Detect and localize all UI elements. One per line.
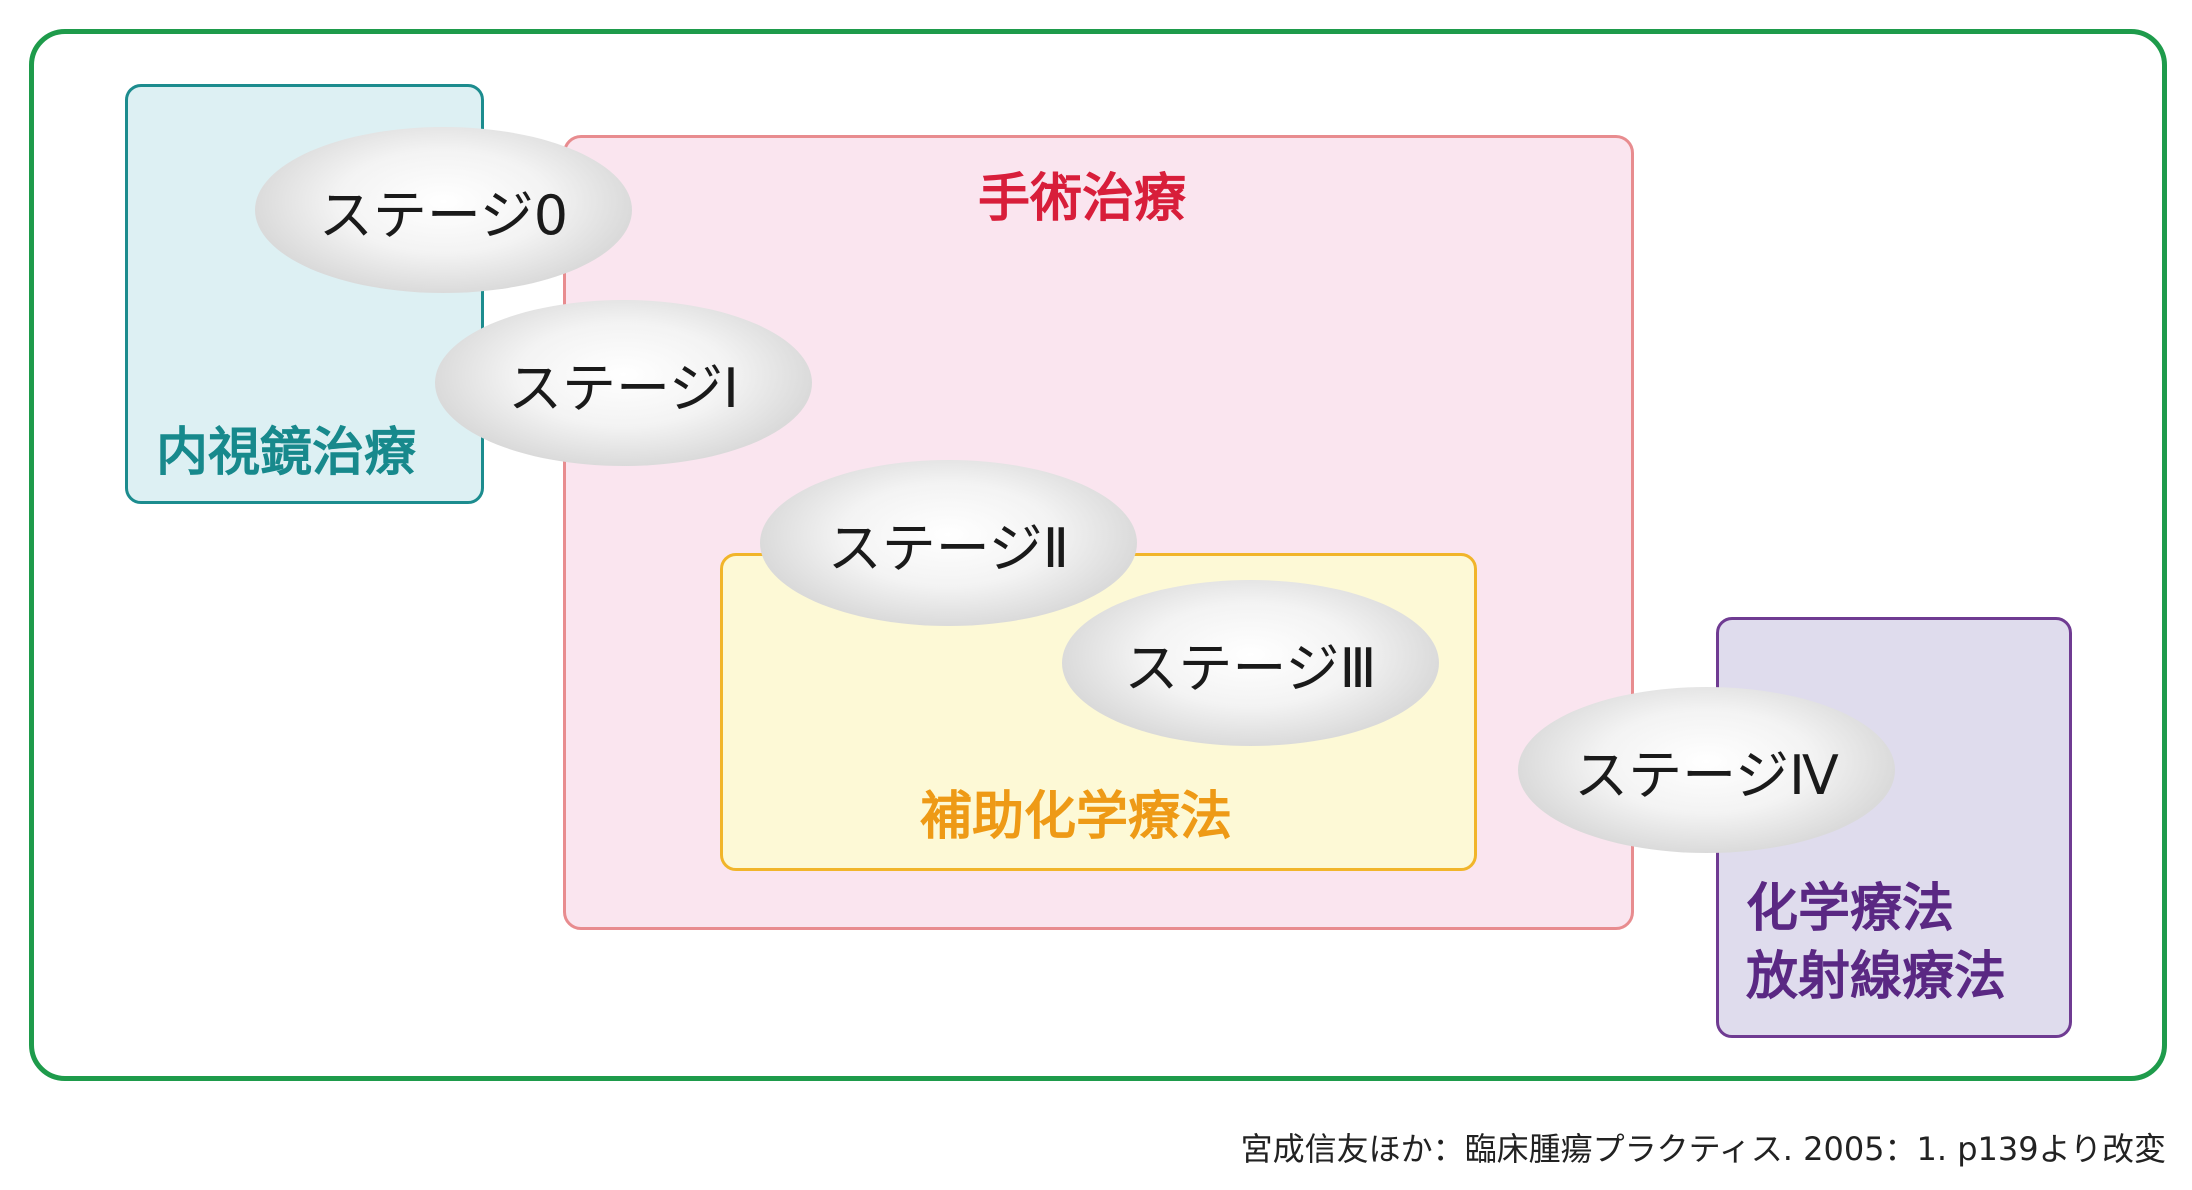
stage-4-node: ステージⅣ bbox=[1518, 687, 1895, 853]
endoscopic-treatment-label: 内視鏡治療 bbox=[156, 423, 417, 483]
stage-3-node: ステージⅢ bbox=[1062, 580, 1439, 746]
radiotherapy-label: 放射線療法 bbox=[1746, 947, 2007, 1007]
stage-2-node: ステージⅡ bbox=[760, 460, 1137, 626]
chemotherapy-label: 化学療法 bbox=[1746, 879, 1955, 939]
surgery-treatment-label: 手術治療 bbox=[978, 169, 1187, 229]
stage-0-node: ステージ0 bbox=[255, 127, 632, 293]
adjuvant-chemotherapy-label: 補助化学療法 bbox=[920, 787, 1233, 847]
source-citation: 宮成信友ほか：臨床腫瘍プラクティス. 2005：1. p139より改変 bbox=[1240, 1130, 2166, 1168]
treatment-overview-frame bbox=[29, 29, 2167, 1081]
stage-1-node: ステージⅠ bbox=[435, 300, 812, 466]
